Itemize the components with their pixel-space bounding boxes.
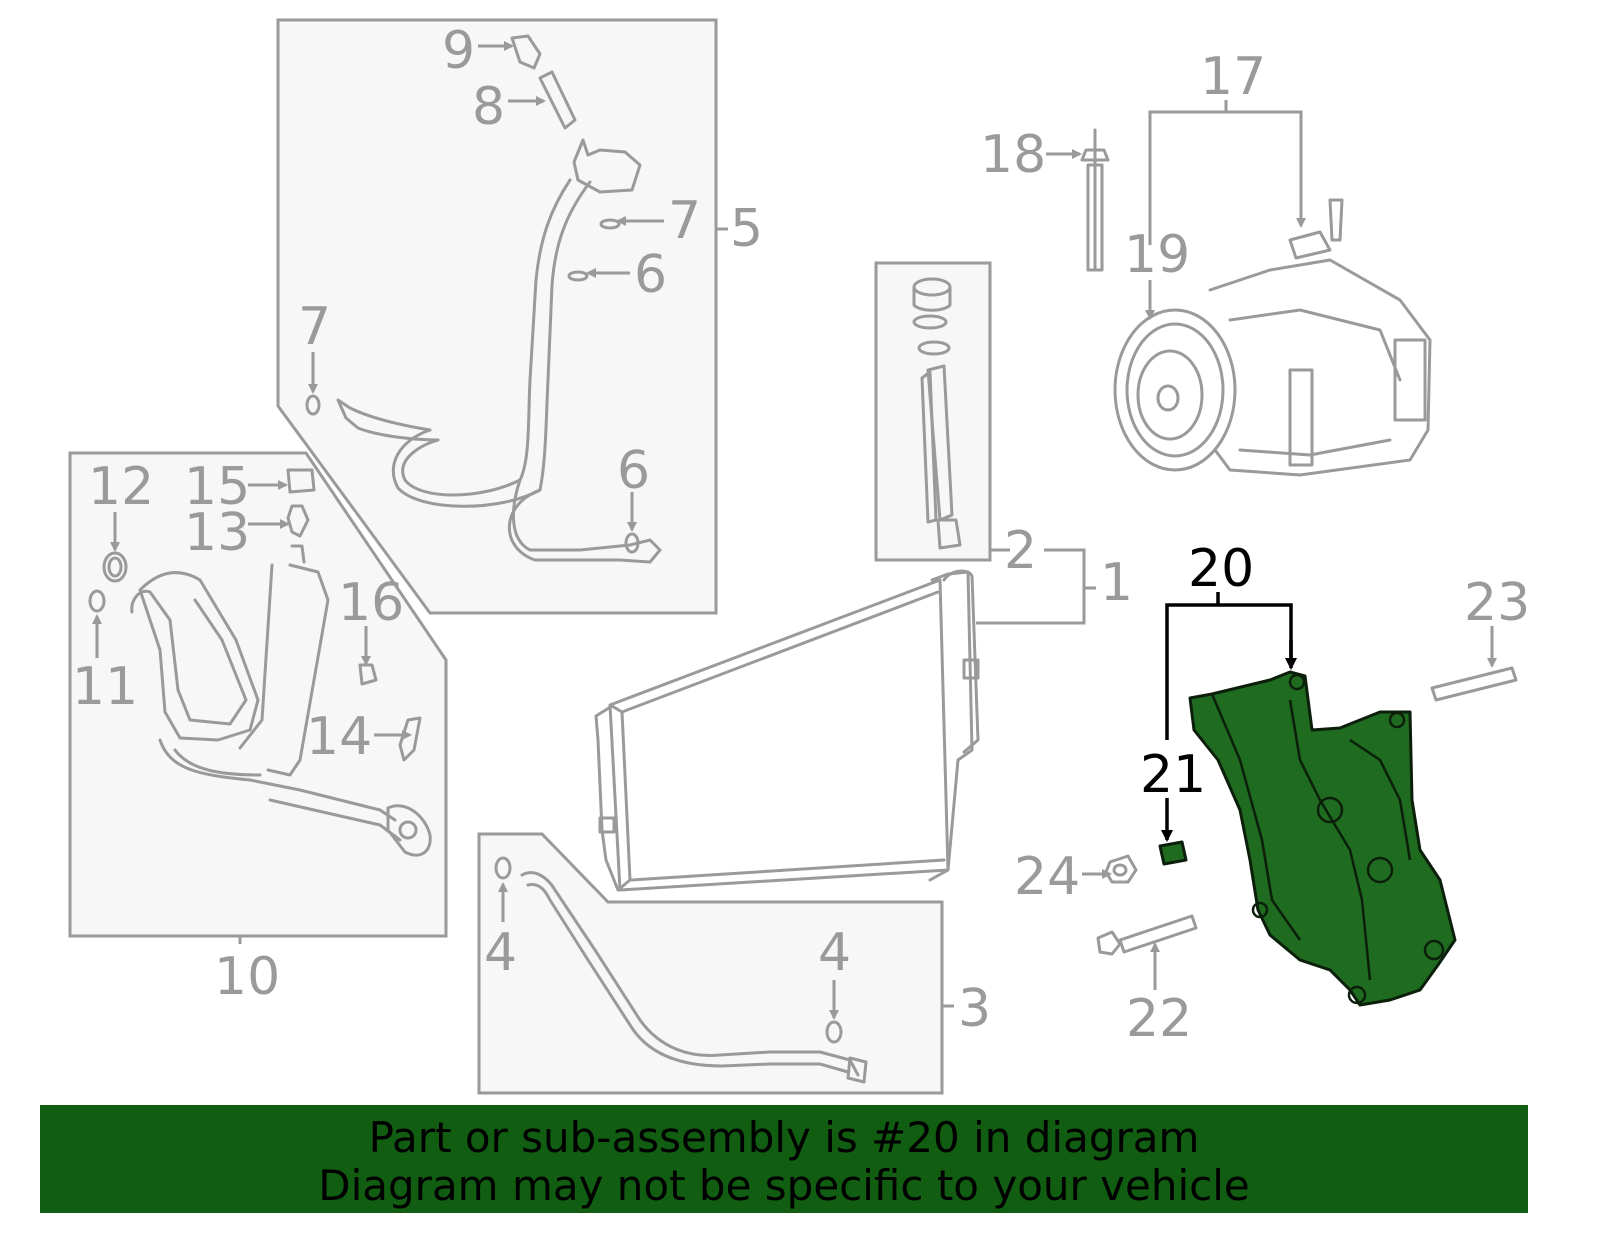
bushing-21: [1158, 840, 1188, 866]
liquid-tube-drawing: [494, 856, 868, 1084]
callout-22: 22: [1126, 989, 1192, 1049]
callout-7-upper: 7: [668, 191, 701, 251]
callout-2: 2: [1004, 521, 1037, 581]
callout-7-left: 7: [298, 297, 331, 357]
callout-16: 16: [338, 573, 404, 633]
condenser-drawing: [594, 569, 980, 892]
suction-hose-drawing: [88, 468, 432, 857]
callout-14: 14: [306, 707, 372, 767]
compressor-drawing: [1080, 128, 1432, 477]
callout-4-right: 4: [818, 923, 851, 983]
callout-12: 12: [88, 457, 154, 517]
callout-4-left: 4: [484, 923, 517, 983]
hardware-drawings: [1096, 666, 1518, 956]
callout-21: 21: [1140, 745, 1206, 805]
callout-19: 19: [1124, 225, 1190, 285]
callout-3: 3: [958, 979, 991, 1039]
banner-line-part: Part or sub-assembly is #20 in diagram: [368, 1113, 1200, 1162]
callout-18: 18: [980, 125, 1046, 185]
callout-13: 13: [184, 503, 250, 563]
callout-24: 24: [1014, 847, 1080, 907]
callout-5: 5: [730, 199, 763, 259]
callout-9: 9: [442, 21, 475, 81]
callout-20: 20: [1188, 539, 1254, 599]
compressor-bracket-20[interactable]: [1188, 670, 1457, 1007]
callout-23: 23: [1464, 573, 1530, 633]
leader-lines: [92, 41, 1497, 1020]
info-banner: Part or sub-assembly is #20 in diagram D…: [40, 1105, 1528, 1213]
callout-1: 1: [1100, 553, 1133, 613]
callout-6-upper: 6: [634, 245, 667, 305]
callout-8: 8: [472, 77, 505, 137]
callout-10: 10: [214, 947, 280, 1007]
callout-6-lower: 6: [617, 441, 650, 501]
banner-line-disclaimer: Diagram may not be specific to your vehi…: [318, 1161, 1250, 1210]
callout-11: 11: [72, 657, 138, 717]
drier-kit-drawing: [912, 277, 962, 550]
hose-assembly-5-panel: [276, 18, 718, 615]
callout-15: 15: [184, 457, 250, 517]
callout-17: 17: [1200, 47, 1266, 107]
